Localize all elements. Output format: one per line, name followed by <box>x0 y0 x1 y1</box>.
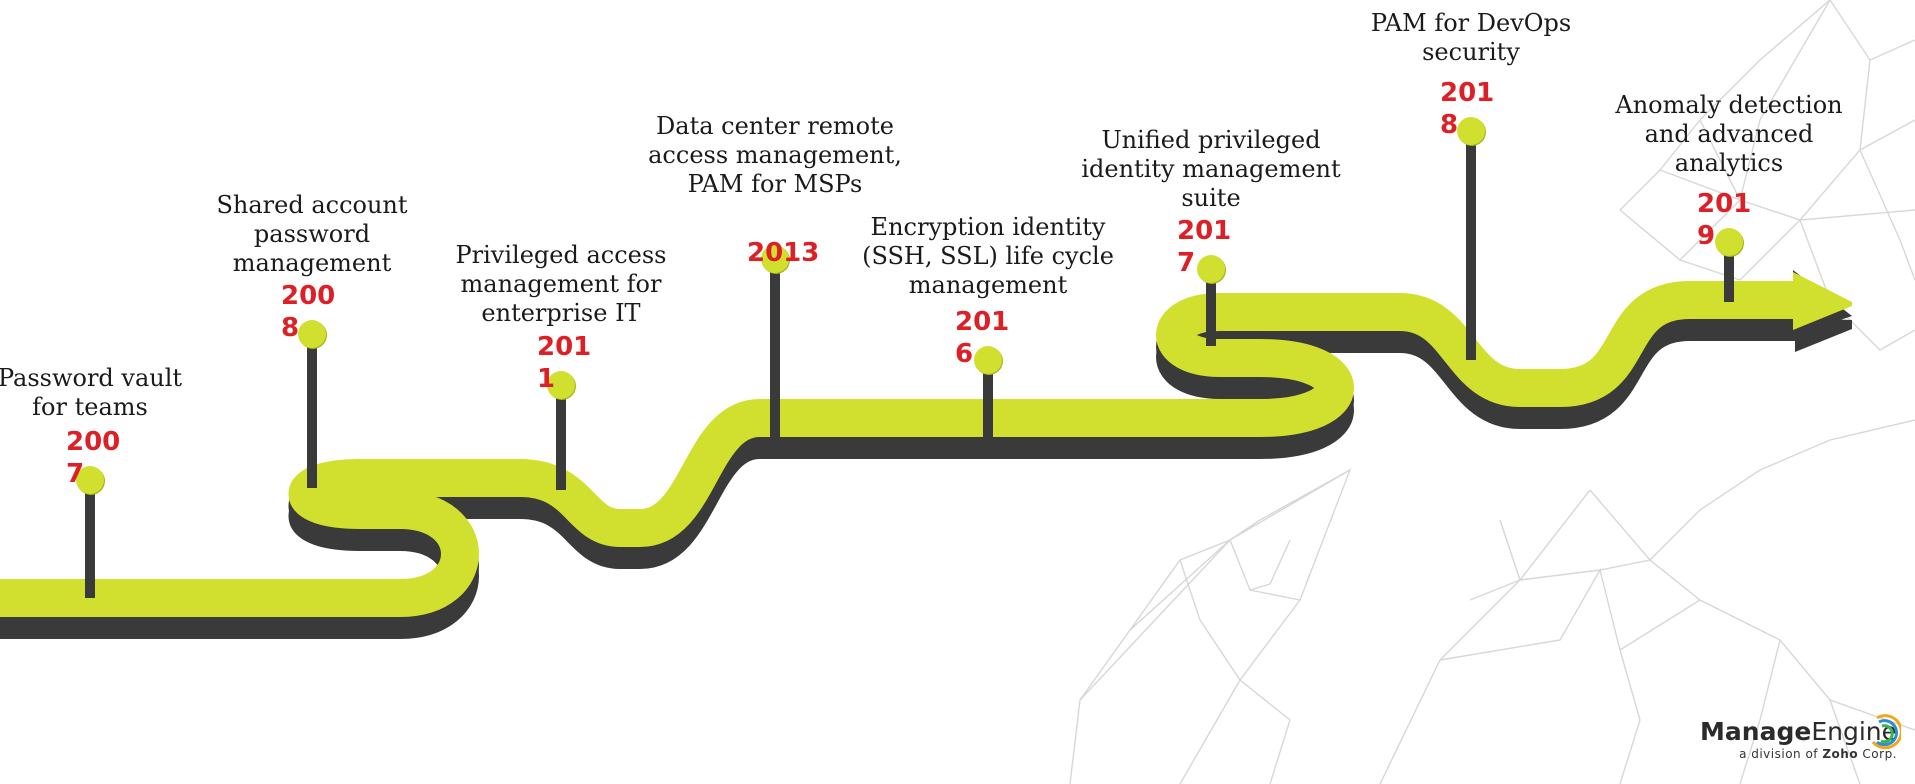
milestone-label-line: Password vault <box>0 364 183 392</box>
milestone-year-line: 200 <box>66 427 121 457</box>
milestone-label-line: suite <box>1181 184 1241 212</box>
brand-name: ManageEngine <box>1700 718 1897 746</box>
milestone-label-line: security <box>1422 38 1520 66</box>
brand-tagline-suffix: Corp. <box>1858 747 1897 761</box>
milestone-pole <box>85 480 95 598</box>
milestone-marker-icon <box>547 371 575 399</box>
milestone-marker-icon <box>298 320 326 348</box>
milestone-year-line: 200 <box>281 281 336 311</box>
milestone-pole <box>1206 269 1216 346</box>
milestone-label-line: (SSH, SSL) life cycle <box>862 242 1114 270</box>
milestone-year-line: 7 <box>1177 248 1196 278</box>
arrow-head-icon <box>1793 272 1852 330</box>
milestone-pole <box>556 385 566 490</box>
arrow-head-shadow <box>1795 280 1852 352</box>
milestone-year-line: 201 <box>1177 216 1232 246</box>
milestone-marker-icon <box>1197 255 1225 283</box>
milestone-label-line: management for <box>460 270 662 298</box>
milestone-pole <box>983 360 993 452</box>
brand-tagline-prefix: a division of <box>1739 747 1823 761</box>
milestone-year-line: 201 <box>1697 189 1752 219</box>
milestone-year-line: 6 <box>955 339 974 369</box>
milestone-pole <box>1466 131 1476 360</box>
brand-logo: ManageEngine a division of Zoho Corp. <box>1700 714 1901 762</box>
milestone-year-line: 201 <box>1440 78 1495 108</box>
milestone-year-line: 201 <box>955 307 1010 337</box>
milestone-pole <box>770 259 780 452</box>
milestone-marker-icon <box>1457 117 1485 145</box>
milestone-year-line: 201 <box>537 332 592 362</box>
milestone-label-line: analytics <box>1674 149 1784 177</box>
brand-name-prefix: Manage <box>1700 717 1812 746</box>
milestone-label-line: and advanced <box>1644 120 1814 148</box>
milestone-label-line: access management, <box>648 141 902 169</box>
milestone-label-line: for teams <box>32 393 148 421</box>
milestone-label-line: Data center remote <box>656 112 894 140</box>
milestone-year-line: 9 <box>1697 221 1716 251</box>
milestone-year-line: 1 <box>537 364 556 394</box>
milestone-marker-icon <box>761 245 789 273</box>
milestone-year-line: 8 <box>1440 110 1459 140</box>
milestone-marker-icon <box>974 346 1002 374</box>
road-shadow <box>0 303 1795 639</box>
brand-tagline-bold: Zoho <box>1822 747 1859 761</box>
milestone-year-line: 7 <box>66 459 85 489</box>
milestone-label-line: management <box>908 271 1068 299</box>
milestone-marker-icon <box>76 466 104 494</box>
road-surface <box>0 281 1795 617</box>
milestone-year: 2013 <box>747 237 819 269</box>
milestone-pole <box>307 334 317 488</box>
milestone-label-line: Privileged access <box>455 241 667 269</box>
milestone-label-line: PAM for DevOps <box>1370 9 1572 37</box>
milestone-label-line: PAM for MSPs <box>687 170 863 198</box>
milestone-marker-icon <box>1715 228 1743 256</box>
brand-tagline: a division of Zoho Corp. <box>1700 746 1897 762</box>
milestone-label: Encryption identity(SSH, SSL) life cycle… <box>862 213 1114 300</box>
logo-arc-icon <box>1871 714 1901 750</box>
milestone-label-line: Shared account <box>216 191 408 219</box>
milestone-label-line: Unified privileged <box>1101 126 1321 154</box>
milestone-label-line: password <box>253 220 371 248</box>
milestone-pole <box>1724 242 1734 302</box>
road-side <box>0 293 1795 629</box>
milestone-label-line: identity management <box>1081 155 1341 183</box>
milestone-year-line: 8 <box>281 313 300 343</box>
milestone-label-line: enterprise IT <box>481 299 641 327</box>
milestone-label-line: Encryption identity <box>870 213 1106 241</box>
milestone-label-line: Anomaly detection <box>1615 91 1843 119</box>
milestone-year-line: 2013 <box>747 238 820 268</box>
milestone-label-line: management <box>232 249 392 277</box>
